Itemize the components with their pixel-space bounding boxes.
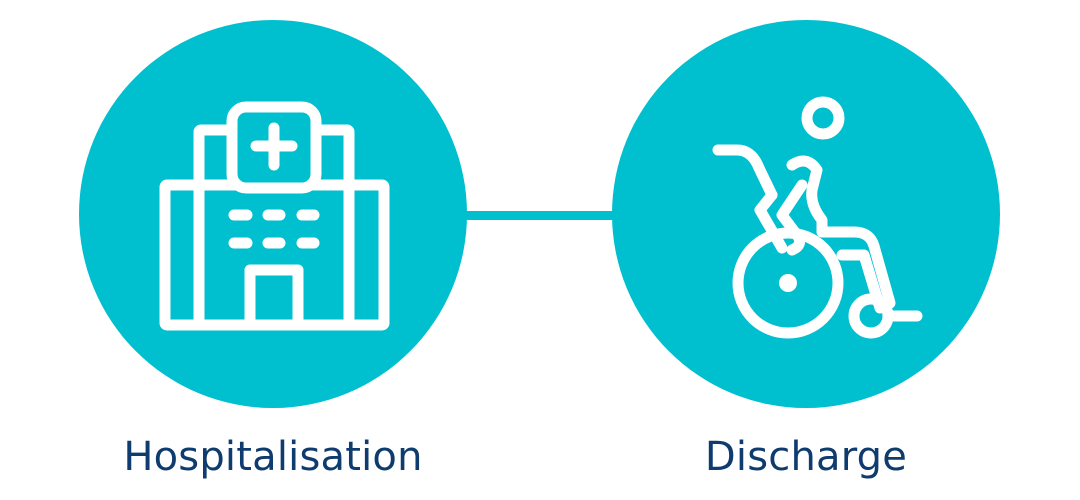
step-discharge-circle (612, 20, 1000, 408)
step-label-hospitalisation: Hospitalisation (123, 434, 423, 480)
connector-line (460, 211, 620, 220)
step-label-discharge: Discharge (704, 434, 908, 480)
hospital-building-icon (159, 101, 390, 331)
step-hospitalisation-circle (79, 20, 467, 408)
wheelchair-icon (712, 96, 923, 339)
